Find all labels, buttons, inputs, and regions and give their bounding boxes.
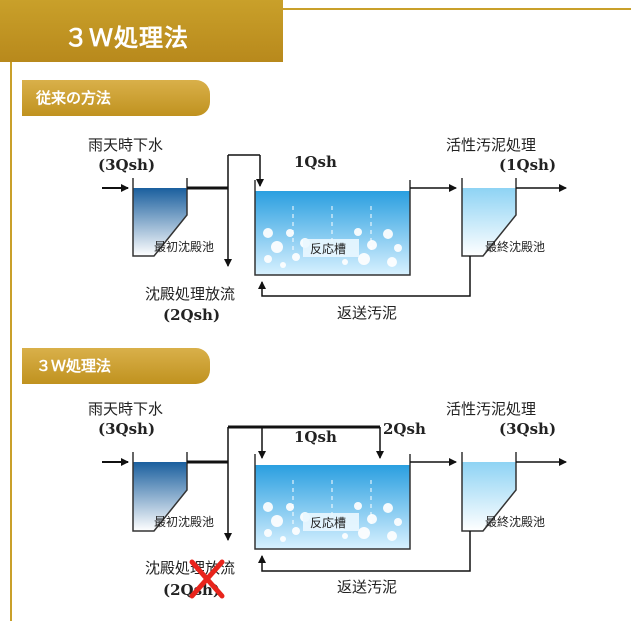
discharge-flow: (2Qsh) bbox=[163, 581, 220, 599]
final-clarifier: 最終沈殿池 bbox=[461, 452, 545, 532]
reactor-label: 反応槽 bbox=[310, 242, 346, 256]
reactor-flow: 1Qsh bbox=[294, 153, 337, 171]
primary-label: 最初沈殿池 bbox=[154, 239, 214, 254]
inflow-flow: (3Qsh) bbox=[98, 420, 155, 438]
discharge-flow: (2Qsh) bbox=[163, 306, 220, 324]
final-label: 最終沈殿池 bbox=[485, 514, 545, 529]
inflow-label: 雨天時下水 bbox=[88, 400, 163, 418]
reactor-flow: 1Qsh bbox=[294, 428, 337, 446]
secondary-title: 活性汚泥処理 bbox=[446, 400, 536, 418]
step-feed-flow: 2Qsh bbox=[383, 420, 426, 438]
cross-icon bbox=[189, 559, 225, 599]
final-label: 最終沈殿池 bbox=[485, 239, 545, 254]
return-label: 返送汚泥 bbox=[337, 578, 397, 596]
reactor-tank: 反応槽 bbox=[254, 180, 411, 276]
header-tab bbox=[0, 0, 283, 62]
final-clarifier: 最終沈殿池 bbox=[461, 178, 545, 257]
diagram-conventional: 雨天時下水 (3Qsh) 最初沈殿池 1Qsh bbox=[88, 136, 567, 324]
primary-label: 最初沈殿池 bbox=[154, 514, 214, 529]
inflow-flow: (3Qsh) bbox=[98, 156, 155, 174]
return-label: 返送汚泥 bbox=[337, 304, 397, 322]
secondary-flow: (1Qsh) bbox=[499, 156, 556, 174]
discharge-label: 沈殿処理放流 bbox=[145, 285, 235, 303]
section-pill-3w: ３Ｗ処理法 bbox=[22, 348, 210, 384]
header-divider bbox=[283, 8, 631, 10]
page-title: ３Ｗ処理法 bbox=[64, 24, 189, 52]
header-bar: ３Ｗ処理法 bbox=[0, 0, 631, 62]
primary-clarifier: 最初沈殿池 bbox=[132, 452, 214, 532]
section-pill-conventional: 従来の方法 bbox=[22, 80, 210, 116]
inflow-label: 雨天時下水 bbox=[88, 136, 163, 154]
secondary-title: 活性汚泥処理 bbox=[446, 136, 536, 154]
primary-clarifier: 最初沈殿池 bbox=[132, 178, 214, 257]
reactor-label: 反応槽 bbox=[310, 516, 346, 530]
secondary-flow: (3Qsh) bbox=[499, 420, 556, 438]
diagram-3w: 雨天時下水 (3Qsh) 最初沈殿池 1Qsh 2Qsh bbox=[88, 400, 567, 599]
reactor-tank: 反応槽 bbox=[254, 454, 411, 550]
left-divider bbox=[10, 62, 12, 621]
